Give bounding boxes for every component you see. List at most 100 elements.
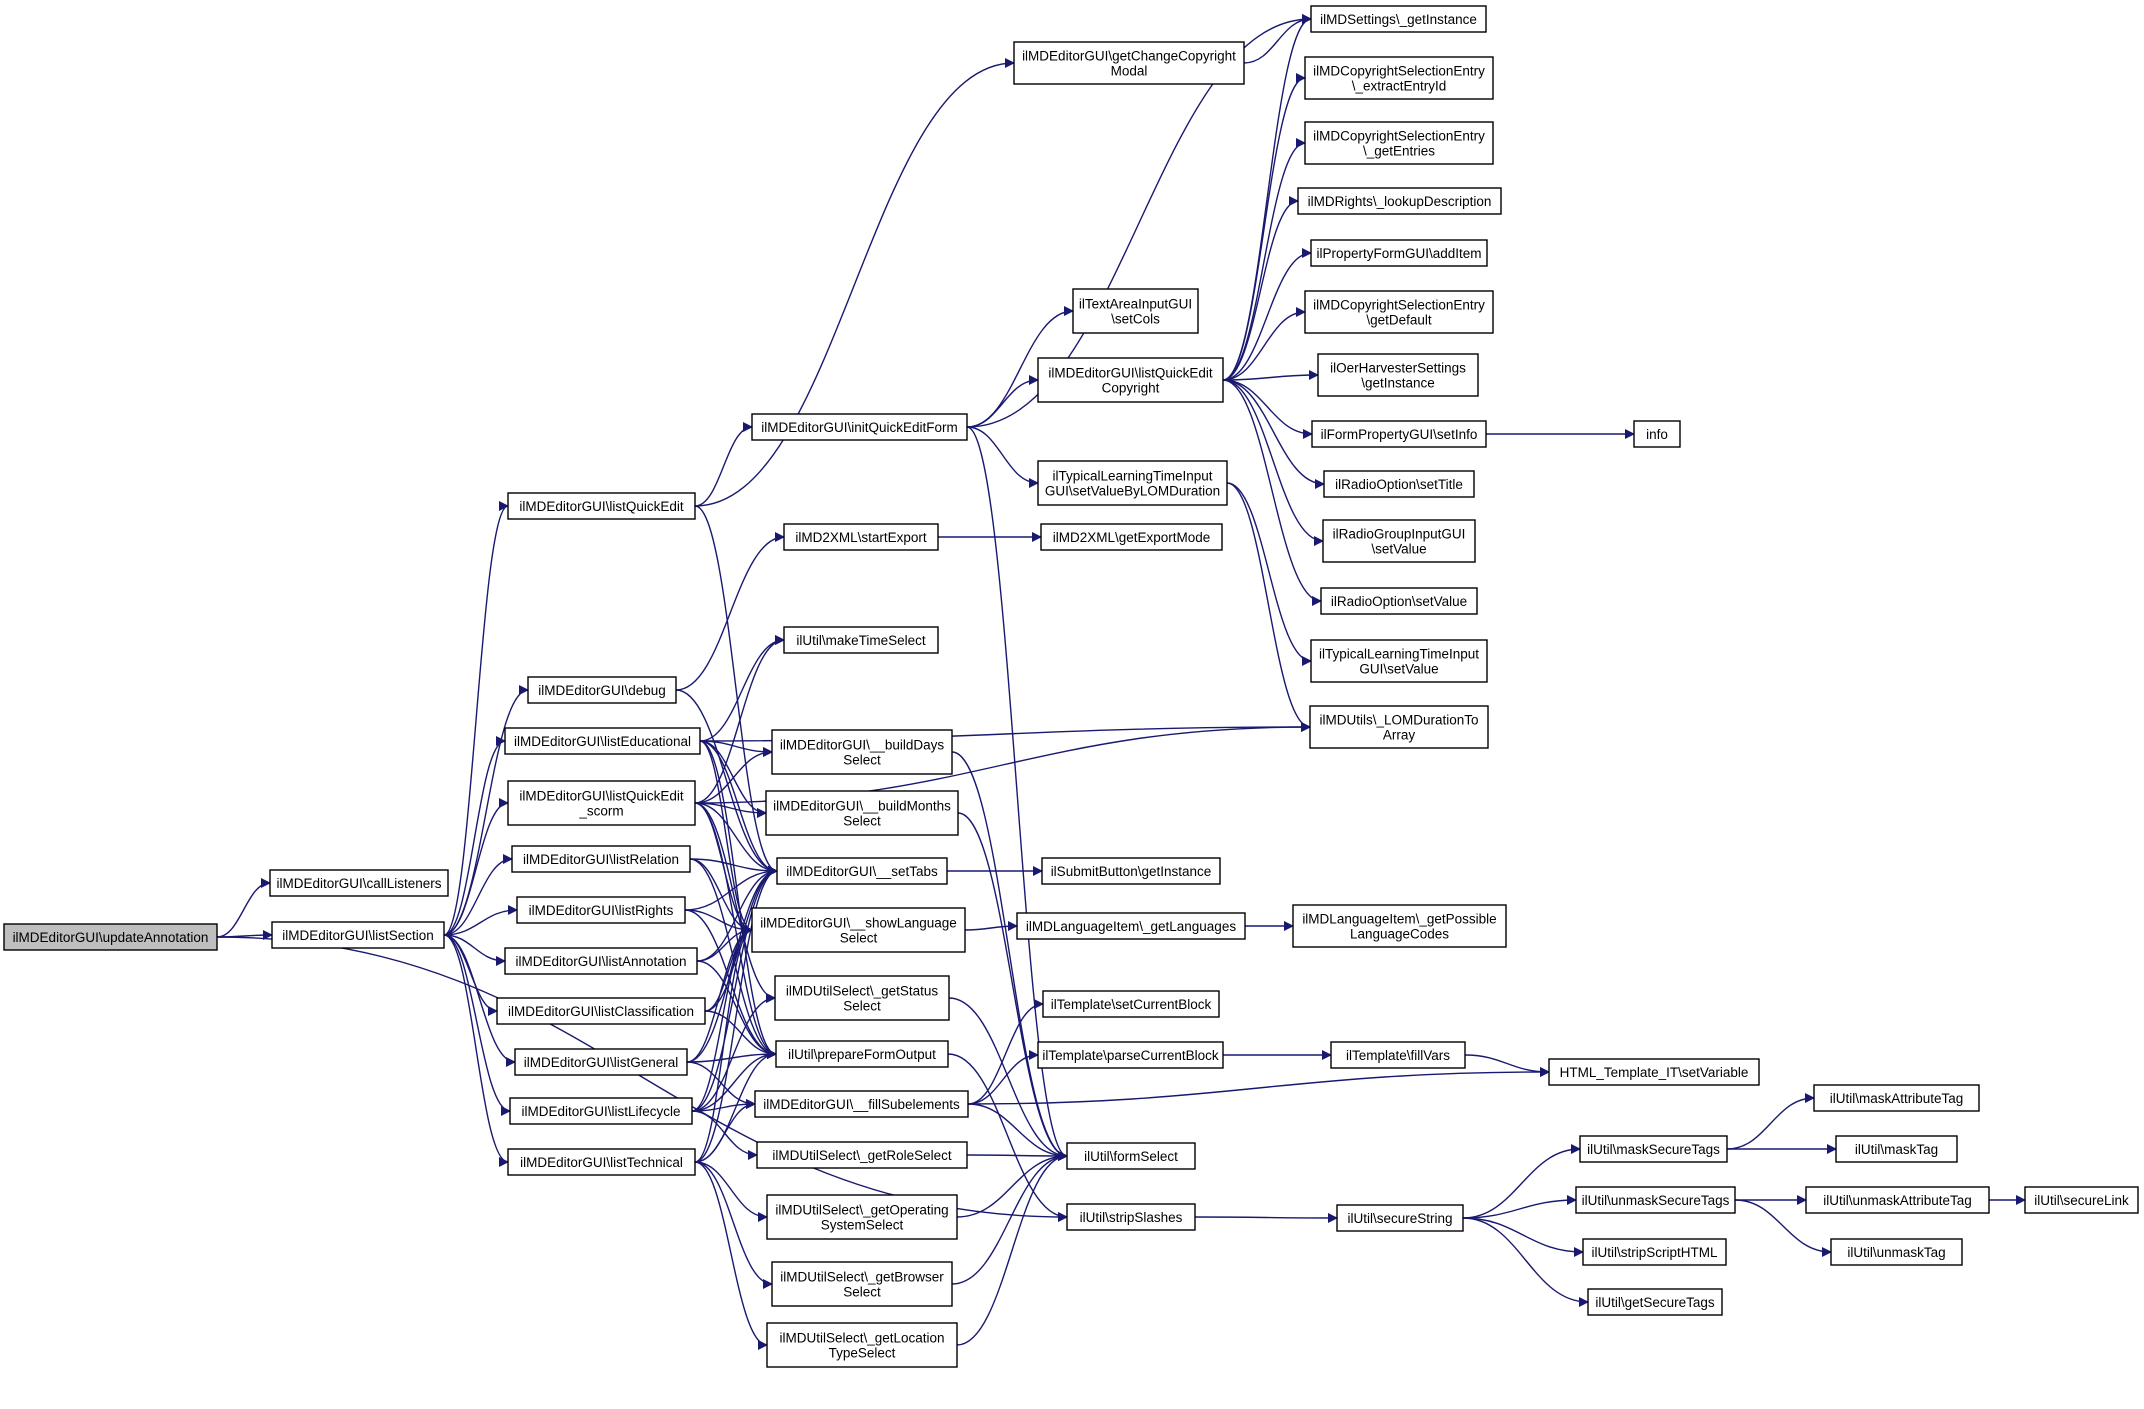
node-get-secure-tags[interactable]: ilUtil\getSecureTags [1587,1288,1723,1316]
node-submit-get-instance[interactable]: ilSubmitButton\getInstance [1041,857,1221,885]
node-box[interactable] [1320,587,1478,615]
node-list-general[interactable]: ilMDEditorGUI\listGeneral [514,1048,688,1076]
node-list-lifecycle[interactable]: ilMDEditorGUI\listLifecycle [509,1097,693,1125]
node-box[interactable] [783,523,939,551]
node-get-role-select[interactable]: ilMDUtilSelect\_getRoleSelect [756,1141,968,1169]
node-box[interactable] [1304,56,1494,100]
node-box[interactable] [516,896,686,924]
node-box[interactable] [2024,1186,2139,1214]
node-mask-secure-tags[interactable]: ilUtil\maskSecureTags [1579,1135,1728,1163]
node-list-classification[interactable]: ilMDEditorGUI\listClassification [496,997,706,1025]
node-box[interactable] [507,780,696,826]
node-set-current-block[interactable]: ilTemplate\setCurrentBlock [1042,990,1220,1018]
node-box[interactable] [771,1261,953,1307]
node-radio-set-value[interactable]: ilRadioOption\setValue [1320,587,1478,615]
node-box[interactable] [1310,639,1488,683]
node-box[interactable] [507,1148,696,1176]
node-box[interactable] [774,975,950,1021]
node-box[interactable] [1317,353,1479,397]
node-unmask-attribute-tag[interactable]: ilUtil\unmaskAttributeTag [1805,1186,1990,1214]
node-box[interactable] [766,1322,958,1368]
node-box[interactable] [1304,290,1494,334]
node-list-section[interactable]: ilMDEditorGUI\listSection [271,921,445,949]
node-secure-link[interactable]: ilUtil\secureLink [2024,1186,2139,1214]
node-init-quick-edit-form[interactable]: ilMDEditorGUI\initQuickEditForm [751,413,968,441]
node-box[interactable] [514,1048,688,1076]
node-box[interactable] [504,727,701,755]
node-get-entries[interactable]: ilMDCopyrightSelectionEntry\_getEntries [1304,121,1494,165]
node-box[interactable] [1322,519,1476,563]
node-start-export[interactable]: ilMD2XML\startExport [783,523,939,551]
node-box[interactable] [1309,705,1489,749]
node-box[interactable] [1041,857,1221,885]
node-list-rights[interactable]: ilMDEditorGUI\listRights [516,896,686,924]
node-get-possible-language-codes[interactable]: ilMDLanguageItem\_getPossibleLanguageCod… [1292,904,1507,948]
node-box[interactable] [1310,5,1487,33]
node-settings-get-instance[interactable]: ilMDSettings\_getInstance [1310,5,1487,33]
node-box[interactable] [1579,1135,1728,1163]
node-get-default[interactable]: ilMDCopyrightSelectionEntry\getDefault [1304,290,1494,334]
node-box[interactable] [271,921,445,949]
node-set-info[interactable]: ilFormPropertyGUI\setInfo [1311,420,1487,448]
node-box[interactable] [1066,1142,1196,1170]
node-list-annotation[interactable]: ilMDEditorGUI\listAnnotation [504,947,698,975]
node-extract-entry-id[interactable]: ilMDCopyrightSelectionEntry\_extractEntr… [1304,56,1494,100]
node-add-item[interactable]: ilPropertyFormGUI\addItem [1310,239,1488,267]
node-box[interactable] [1066,1203,1196,1231]
node-box[interactable] [1311,420,1487,448]
node-list-quick-edit-scorm[interactable]: ilMDEditorGUI\listQuickEdit_scorm [507,780,696,826]
node-box[interactable] [1040,523,1223,551]
node-box[interactable] [775,1040,949,1068]
node-box[interactable] [765,790,959,836]
node-box[interactable] [1310,239,1488,267]
node-list-quick-edit[interactable]: ilMDEditorGUI\listQuickEdit [507,492,696,520]
node-fill-subelements[interactable]: ilMDEditorGUI\__fillSubelements [754,1090,969,1118]
node-get-languages[interactable]: ilMDLanguageItem\_getLanguages [1016,912,1246,940]
node-box[interactable] [1633,420,1681,448]
node-box[interactable] [507,492,696,520]
node-strip-slashes[interactable]: ilUtil\stripSlashes [1066,1203,1196,1231]
node-box[interactable] [1013,41,1245,85]
node-set-cols[interactable]: ilTextAreaInputGUI\setCols [1072,288,1199,334]
node-radio-set-title[interactable]: ilRadioOption\setTitle [1323,470,1475,498]
node-box[interactable] [527,676,677,704]
node-box[interactable] [1835,1135,1958,1163]
node-list-technical[interactable]: ilMDEditorGUI\listTechnical [507,1148,696,1176]
node-unmask-tag[interactable]: ilUtil\unmaskTag [1830,1238,1963,1266]
node-box[interactable] [1323,470,1475,498]
node-update-annotation[interactable]: ilMDEditorGUI\updateAnnotation [3,923,218,951]
node-box[interactable] [1037,1041,1224,1069]
node-box[interactable] [1805,1186,1990,1214]
node-box[interactable] [1072,288,1199,334]
node-box[interactable] [509,1097,693,1125]
node-html-set-variable[interactable]: HTML_Template_IT\setVariable [1548,1058,1760,1086]
node-box[interactable] [1336,1204,1464,1232]
node-call-listeners[interactable]: ilMDEditorGUI\callListeners [269,869,449,897]
node-list-educational[interactable]: ilMDEditorGUI\listEducational [504,727,701,755]
node-box[interactable] [754,1090,969,1118]
node-box[interactable] [1587,1288,1723,1316]
node-box[interactable] [751,907,966,953]
node-box[interactable] [1330,1041,1466,1069]
node-box[interactable] [1037,357,1224,403]
node-get-export-mode[interactable]: ilMD2XML\getExportMode [1040,523,1223,551]
node-box[interactable] [496,997,706,1025]
node-make-time-select[interactable]: ilUtil\makeTimeSelect [783,626,939,654]
node-box[interactable] [1575,1186,1736,1214]
node-box[interactable] [504,947,698,975]
node-box[interactable] [776,857,948,885]
node-box[interactable] [766,1194,958,1240]
node-box[interactable] [783,626,939,654]
node-box[interactable] [269,869,449,897]
node-box[interactable] [1016,912,1246,940]
node-mask-tag[interactable]: ilUtil\maskTag [1835,1135,1958,1163]
